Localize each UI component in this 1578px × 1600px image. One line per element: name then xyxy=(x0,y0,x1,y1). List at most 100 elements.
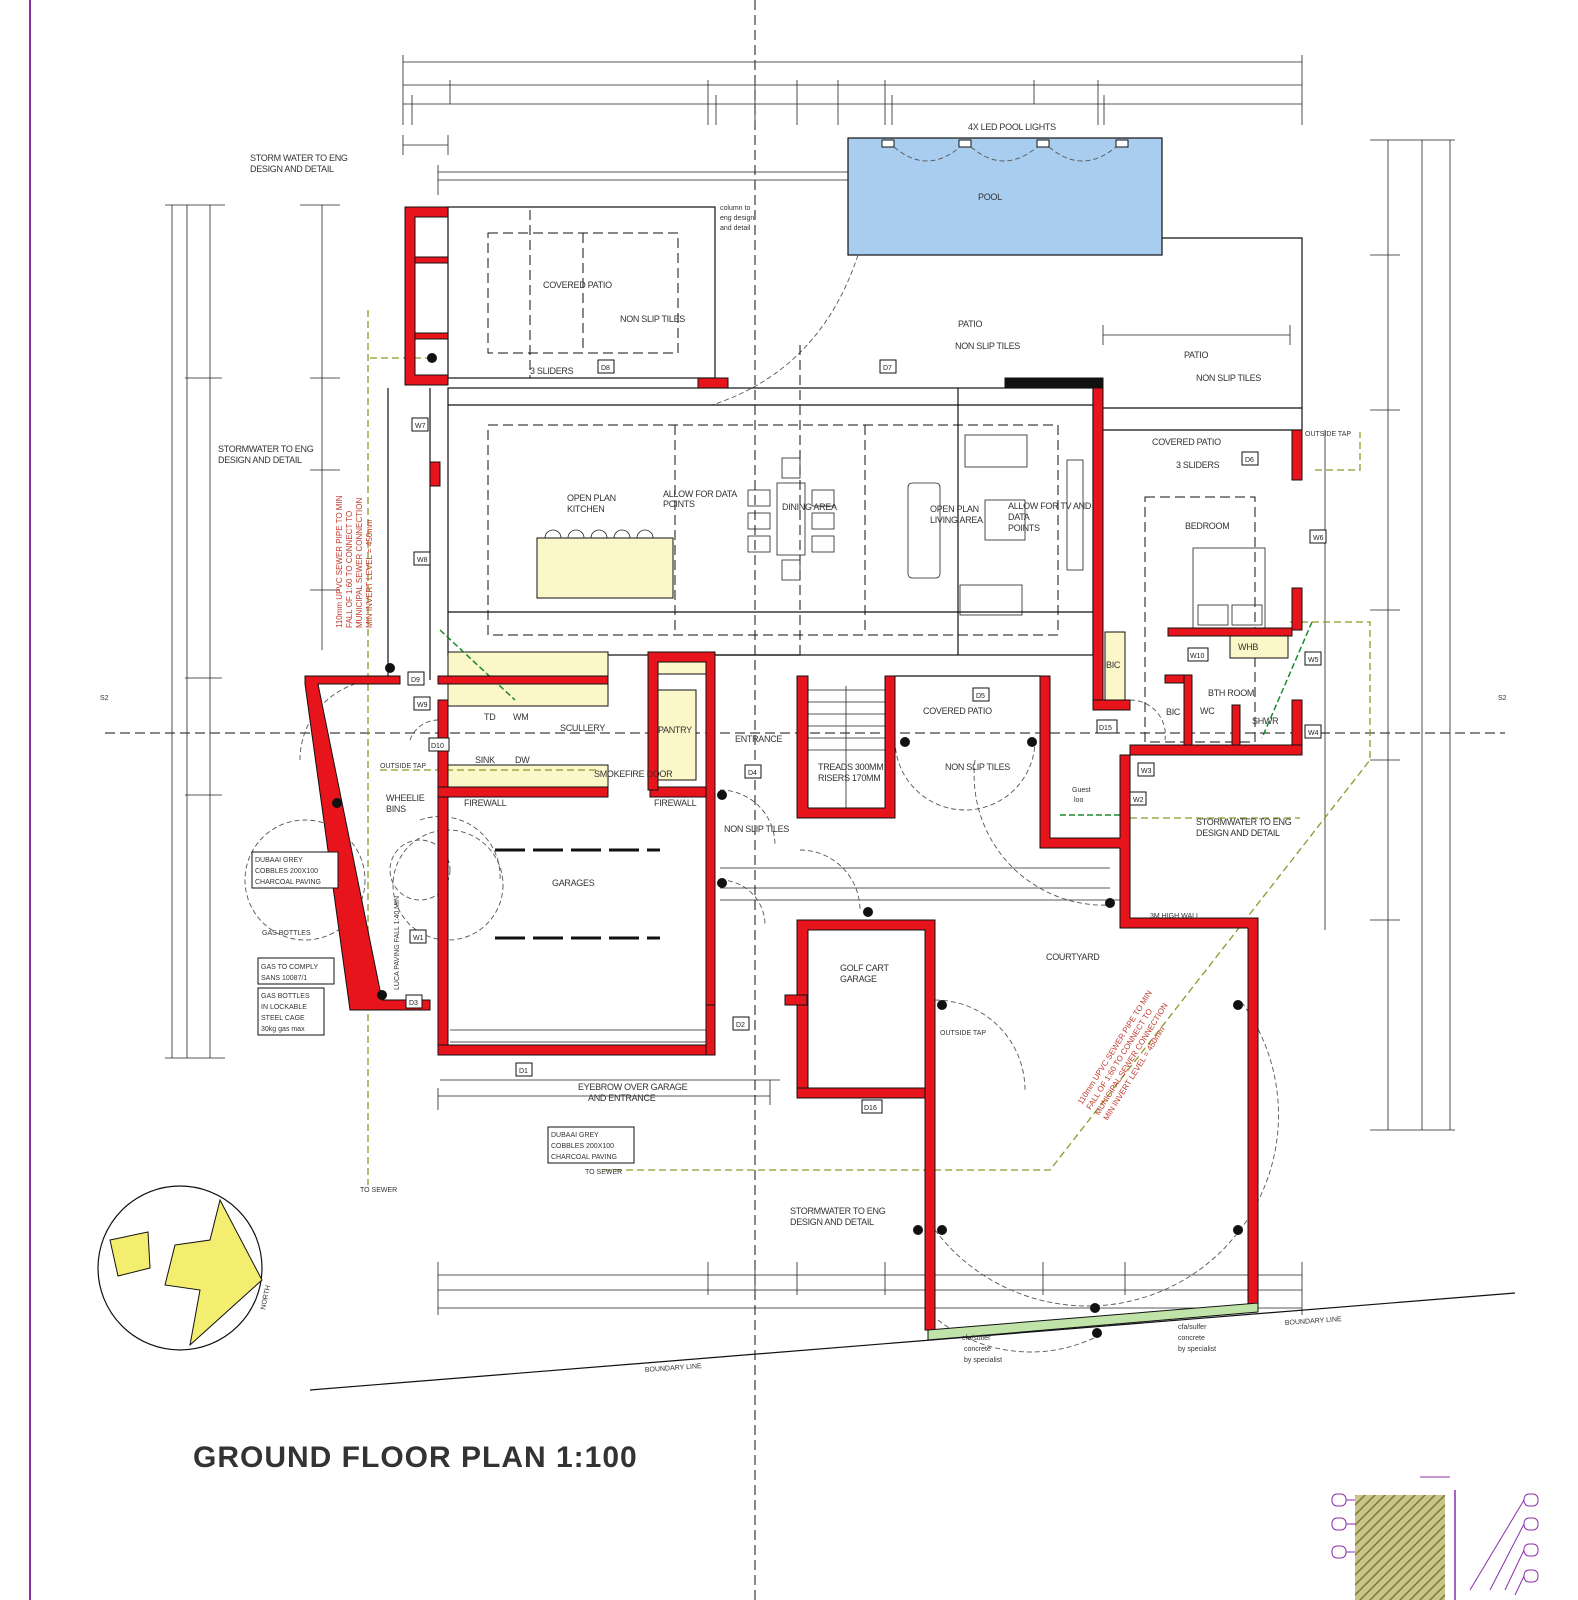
sofa xyxy=(907,482,941,579)
note: COBBLES 200X100 xyxy=(255,868,318,875)
note: DESIGN AND DETAIL xyxy=(218,455,302,465)
room-label: BIC xyxy=(1106,660,1121,670)
tag-label: D16 xyxy=(864,1105,877,1112)
wall-section-detail xyxy=(1331,1476,1539,1600)
note: LUCA PAVING FALL 1:40 MIN xyxy=(394,896,401,990)
room-label: WHEELIE xyxy=(386,793,425,803)
note: STEEL CAGE xyxy=(261,1015,305,1022)
room-label: TREADS 300MM xyxy=(818,762,883,772)
staircase xyxy=(808,686,885,808)
pantry-shelves xyxy=(655,689,697,781)
tag-d4: D4 xyxy=(744,764,762,779)
room-labels: COVERED PATIO NON SLIP TILES PATIO NON S… xyxy=(380,205,1351,1103)
section-marker-right: S2 xyxy=(1498,695,1507,702)
room-label: FIREWALL xyxy=(464,798,507,808)
covered-patio-beams xyxy=(487,210,679,378)
dining-table xyxy=(776,482,806,556)
note: IN LOCKABLE xyxy=(261,1004,307,1011)
room-label: BTH ROOM xyxy=(1208,688,1254,698)
sofa xyxy=(964,434,1028,468)
room-label: COVERED PATIO xyxy=(923,706,992,716)
kitchen-island xyxy=(536,537,674,599)
room-label: PANTRY xyxy=(658,725,692,735)
tag-w8: W8 xyxy=(413,551,431,566)
room-label: SHWR xyxy=(1252,716,1279,726)
room-label: GOLF CART xyxy=(840,963,889,973)
room-label: BIC xyxy=(1166,707,1181,717)
tag-d16: D16 xyxy=(861,1099,883,1114)
room-label: NON SLIP TILES xyxy=(620,314,685,324)
room-label: loo xyxy=(1074,797,1083,804)
room-label: WM xyxy=(513,712,528,722)
room-label: OPEN PLAN xyxy=(567,493,616,503)
note-box xyxy=(547,1126,635,1164)
room-label: WC xyxy=(1200,706,1215,716)
sofa xyxy=(959,584,1023,616)
tag-w4: W4 xyxy=(1304,724,1322,739)
light-fixture-icons xyxy=(332,353,1243,1338)
note: STORMWATER TO ENG xyxy=(790,1206,886,1216)
tag-label: W1 xyxy=(413,935,424,942)
ceiling-beams xyxy=(487,345,1256,743)
tag-label: D3 xyxy=(409,1000,418,1007)
scullery-counter-sink xyxy=(447,764,609,788)
room-label: COVERED PATIO xyxy=(543,280,612,290)
note-box xyxy=(251,851,339,889)
boundary-label: BOUNDARY LINE xyxy=(1285,1316,1343,1327)
tag-label: D5 xyxy=(976,693,985,700)
pool-light-icon xyxy=(881,139,895,148)
room-label: TD xyxy=(484,712,496,722)
room-label: NON SLIP TILES xyxy=(724,824,789,834)
tag-label: D2 xyxy=(736,1022,745,1029)
tag-label: D8 xyxy=(601,365,610,372)
right-dimensions xyxy=(1324,139,1455,1131)
note-box xyxy=(257,987,325,1036)
room-label: NON SLIP TILES xyxy=(945,762,1010,772)
garage-beams xyxy=(450,848,706,1043)
room-label: FIREWALL xyxy=(654,798,697,808)
note: by specialist xyxy=(1178,1346,1216,1353)
tag-label: D15 xyxy=(1099,725,1112,732)
north-label: NORTH xyxy=(260,1285,272,1311)
retaining-wall-strip xyxy=(927,1302,1259,1341)
section-marker-left: S2 xyxy=(100,695,109,702)
note: eng design xyxy=(720,215,754,222)
room-label: BEDROOM xyxy=(1185,521,1229,531)
tag-label: D10 xyxy=(431,743,444,750)
note: column to xyxy=(720,205,750,212)
boundary-line xyxy=(309,1292,1516,1391)
tag-label: W7 xyxy=(415,423,426,430)
pool-light-icon xyxy=(1036,139,1050,148)
tag-label: W2 xyxy=(1133,797,1144,804)
note: by specialist xyxy=(964,1357,1002,1364)
room-label: PATIO xyxy=(1184,350,1208,360)
tag-d6: D6 xyxy=(1241,451,1259,466)
note: STORMWATER TO ENG xyxy=(1196,817,1292,827)
tag-label: D7 xyxy=(883,365,892,372)
room-label: Guest xyxy=(1072,787,1091,794)
note: TO SEWER xyxy=(360,1187,397,1194)
room-label: LIVING AREA xyxy=(930,515,983,525)
note: cfa/sulfer xyxy=(1178,1324,1207,1331)
tag-w10: W10 xyxy=(1187,647,1209,662)
room-label: DW xyxy=(515,755,530,765)
tag-w1: W1 xyxy=(409,929,427,944)
tag-d8: D8 xyxy=(597,359,615,374)
left-dimensions xyxy=(165,204,340,1059)
tag-w5: W5 xyxy=(1304,651,1322,666)
tag-label: W4 xyxy=(1308,730,1319,737)
note: COBBLES 200X100 xyxy=(551,1143,614,1150)
bed xyxy=(1192,547,1266,629)
boundary-label: BOUNDARY LINE xyxy=(645,1363,703,1374)
sewer-note: FALL OF 1:60 TO CONNECT TO xyxy=(345,511,354,628)
room-label: AND ENTRANCE xyxy=(588,1093,656,1103)
room-label: POINTS xyxy=(1008,523,1040,533)
tag-w2: W2 xyxy=(1129,791,1147,806)
pool-lights-label: 4X LED POOL LIGHTS xyxy=(968,122,1056,132)
room-label: RISERS 170MM xyxy=(818,773,880,783)
tag-label: W6 xyxy=(1313,535,1324,542)
note: CHARCOAL PAVING xyxy=(551,1154,617,1161)
note: concrete xyxy=(964,1346,991,1353)
tag-w9: W9 xyxy=(413,696,431,711)
scullery-counter-laundry xyxy=(447,683,609,707)
